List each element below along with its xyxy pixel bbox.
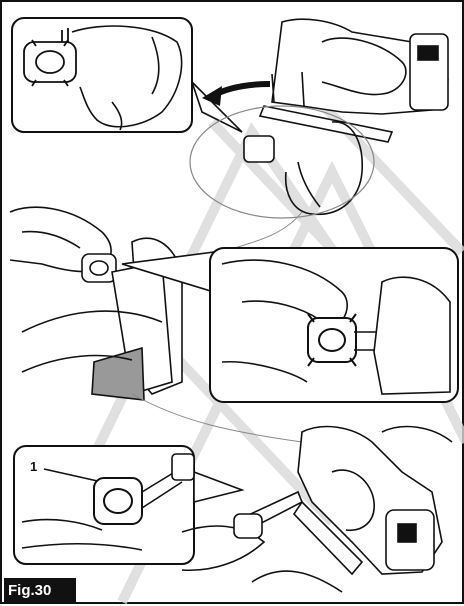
bottom-illustration	[14, 427, 452, 592]
nail-guide-icon	[234, 514, 262, 538]
nail-guide-icon	[308, 314, 356, 366]
middle-illustration	[10, 207, 458, 442]
stapler-tool-icon	[244, 19, 448, 162]
figure-label: Fig.30	[4, 578, 76, 604]
callout-number-1: 1	[30, 459, 37, 474]
stapler-tool-icon	[242, 427, 442, 574]
nail-guide-icon	[82, 254, 116, 282]
nail-guide-icon	[94, 478, 142, 524]
